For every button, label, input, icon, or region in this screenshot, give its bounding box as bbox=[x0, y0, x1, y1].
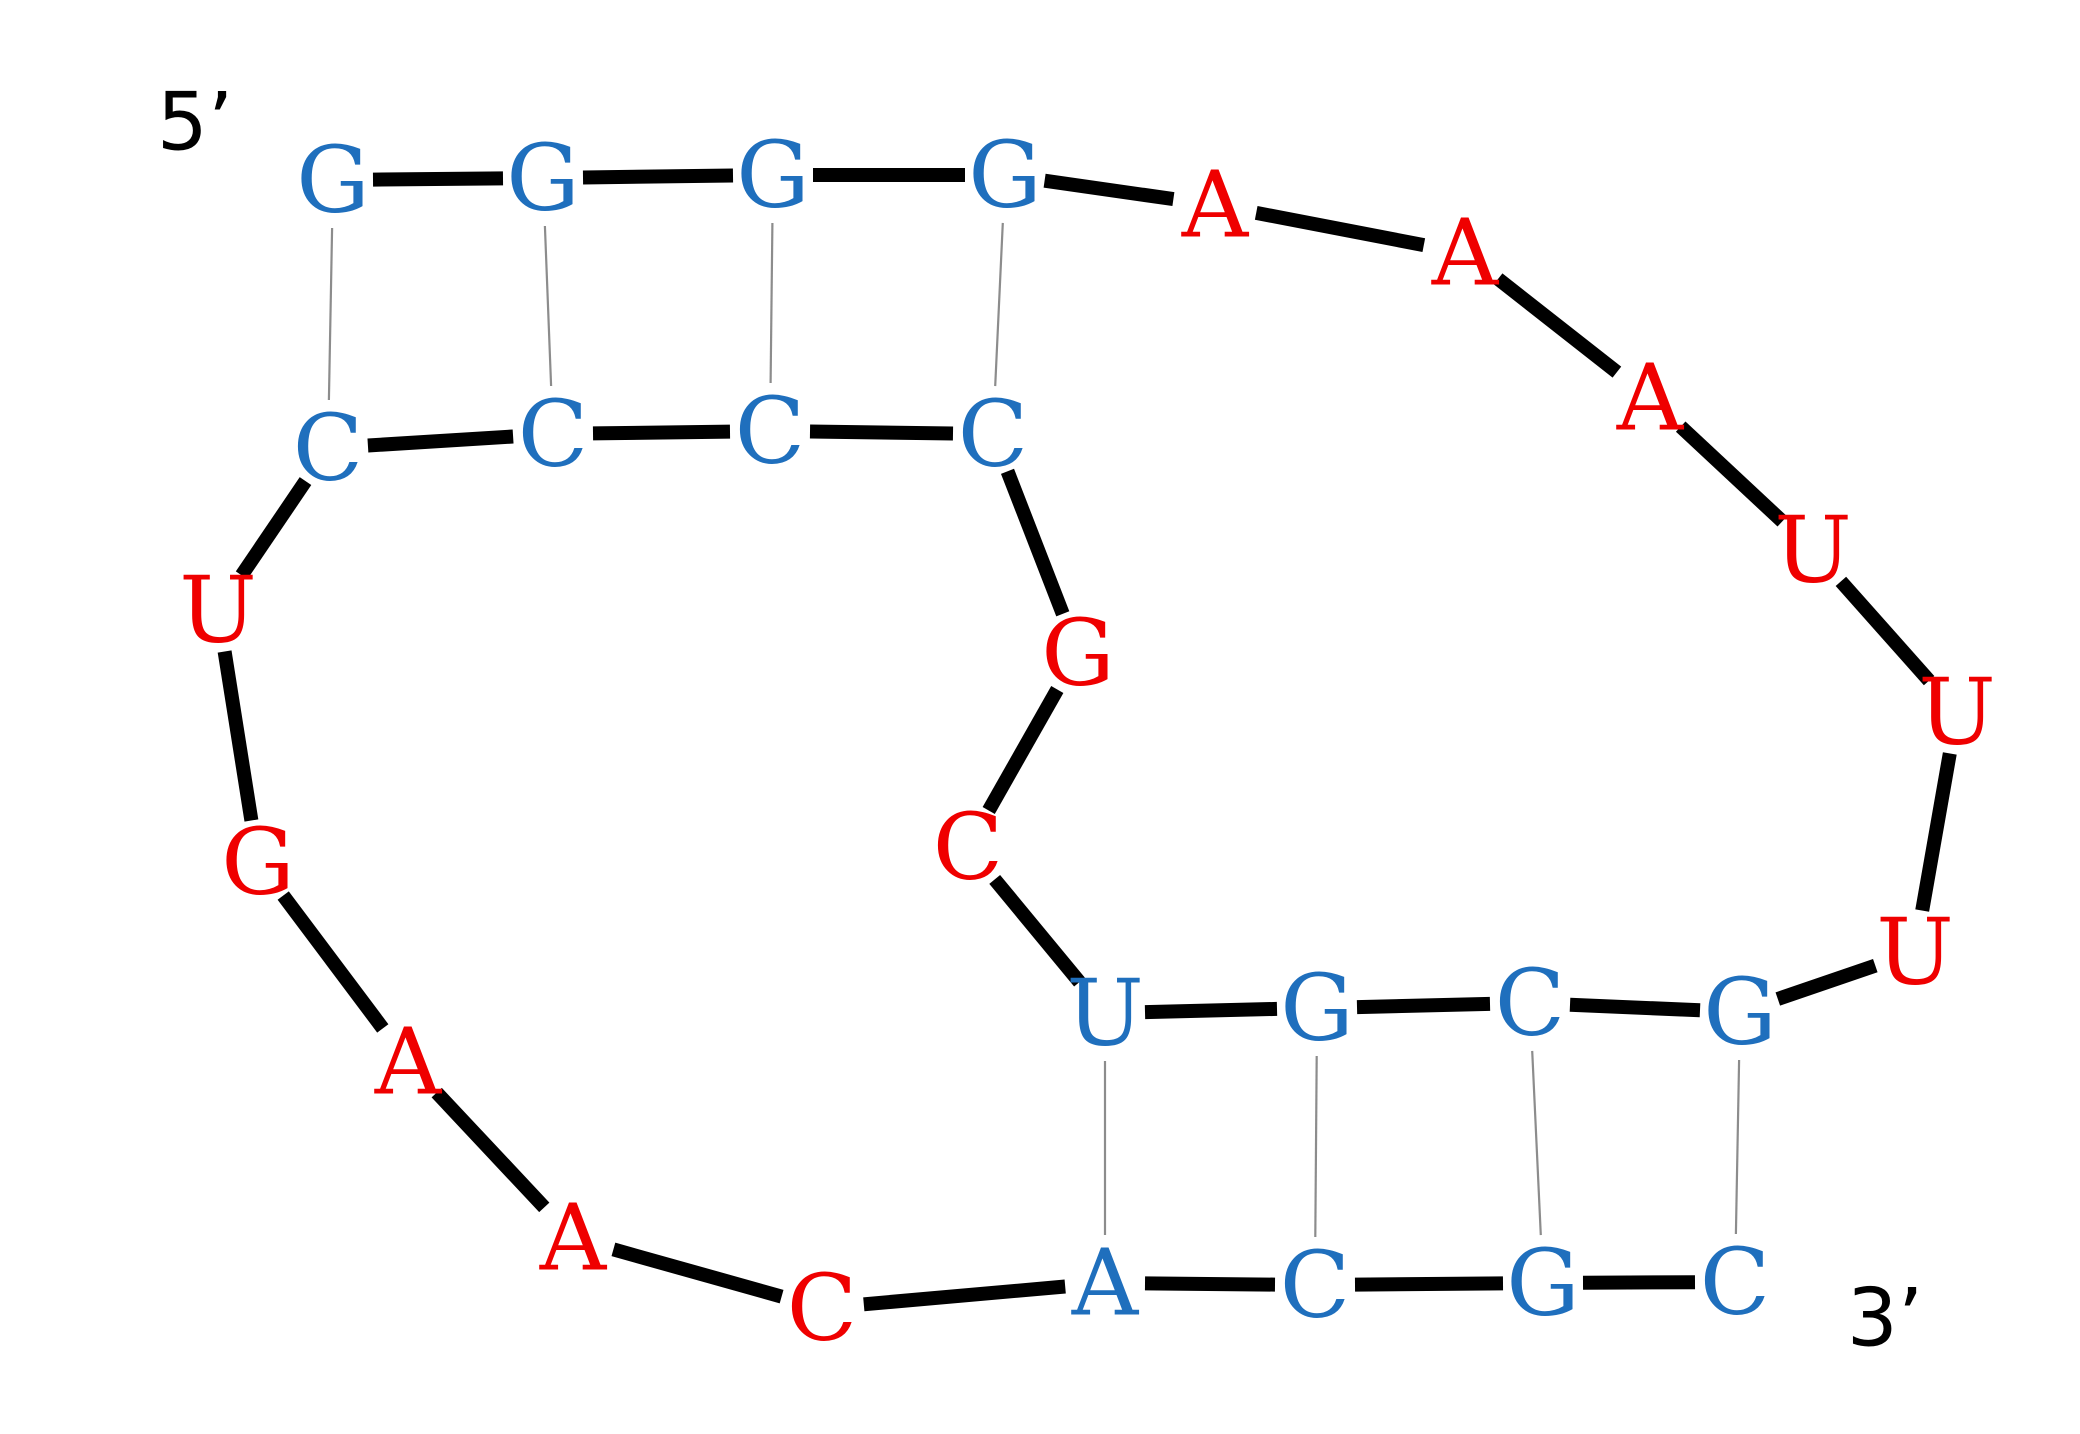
backbone-bond bbox=[1043, 173, 1175, 207]
backbone-bond bbox=[863, 1279, 1066, 1312]
nucleotide-g-11: G bbox=[1703, 959, 1777, 1066]
nucleotide-c-29: C bbox=[1700, 1229, 1770, 1336]
five-prime-label: 5’ bbox=[157, 76, 233, 169]
backbone-bond bbox=[217, 650, 259, 822]
backbone-bond bbox=[1582, 1275, 1696, 1290]
backbone-bond bbox=[1354, 1276, 1504, 1292]
backbone-bond bbox=[235, 477, 312, 580]
base-pair-line bbox=[994, 222, 1004, 387]
three-prime-label: 3’ bbox=[1847, 1272, 1923, 1365]
backbone-bond bbox=[1835, 576, 1935, 686]
backbone-bond bbox=[1915, 752, 1957, 912]
nucleotide-a-24: A bbox=[539, 1185, 608, 1292]
backbone-bond bbox=[1675, 421, 1788, 527]
backbone-bond bbox=[592, 424, 731, 441]
nucleotide-u-14: U bbox=[1066, 960, 1144, 1067]
nucleotide-c-19: C bbox=[518, 381, 588, 488]
nucleotide-c-17: C bbox=[958, 381, 1028, 488]
backbone-bond bbox=[611, 1242, 784, 1304]
backbone-bond bbox=[1254, 206, 1426, 252]
backbone-bond bbox=[989, 874, 1085, 987]
backbone-bond bbox=[1775, 958, 1878, 1006]
backbone-bond bbox=[1356, 996, 1491, 1015]
backbone-bond bbox=[582, 168, 734, 185]
nucleotide-a-26: A bbox=[1071, 1230, 1140, 1337]
backbone-bond bbox=[431, 1087, 550, 1213]
nucleotide-u-9: U bbox=[1918, 659, 1996, 766]
base-pair-line bbox=[543, 225, 553, 387]
base-pair-line bbox=[1531, 1050, 1542, 1236]
nucleotide-g-2: G bbox=[506, 125, 580, 232]
nucleotide-g-28: G bbox=[1506, 1230, 1580, 1337]
base-pair-lines bbox=[327, 222, 1741, 1238]
backbone-bond bbox=[809, 424, 954, 441]
backbone-bond bbox=[277, 891, 389, 1033]
backbone-bond bbox=[982, 686, 1064, 814]
nucleotide-g-22: G bbox=[221, 809, 295, 916]
backbone-bond bbox=[372, 171, 504, 187]
backbone-bond bbox=[1493, 273, 1622, 378]
backbone-bonds bbox=[217, 168, 1957, 1312]
backbone-bond bbox=[1144, 1001, 1278, 1020]
nucleotide-g-3: G bbox=[736, 122, 810, 229]
base-pair-line bbox=[327, 227, 334, 401]
nucleotide-a-7: A bbox=[1616, 345, 1685, 452]
nucleotide-a-6: A bbox=[1431, 200, 1500, 307]
nucleotide-c-27: C bbox=[1280, 1232, 1350, 1339]
nucleotide-g-4: G bbox=[968, 122, 1042, 229]
nucleotide-a-23: A bbox=[374, 1009, 443, 1116]
backbone-bond bbox=[1000, 468, 1070, 617]
nucleotide-g-13: G bbox=[1280, 955, 1354, 1062]
backbone-bond bbox=[367, 429, 514, 453]
nucleotide-u-10: U bbox=[1876, 899, 1954, 1006]
nucleotide-c-18: C bbox=[735, 378, 805, 485]
nucleotide-g-1: G bbox=[296, 127, 370, 234]
nucleotide-g-16: G bbox=[1041, 600, 1115, 707]
backbone-bond bbox=[1144, 1276, 1276, 1292]
nucleotide-c-15: C bbox=[933, 794, 1003, 901]
base-pair-line bbox=[769, 222, 774, 384]
nucleotide-c-12: C bbox=[1495, 950, 1565, 1057]
base-pair-line bbox=[1734, 1059, 1741, 1235]
base-pair-line bbox=[1314, 1055, 1318, 1238]
backbone-bond bbox=[1569, 997, 1701, 1018]
nucleotide-u-8: U bbox=[1774, 497, 1852, 604]
nucleotide-a-5: A bbox=[1181, 152, 1250, 259]
nucleotide-c-20: C bbox=[293, 395, 363, 502]
nucleotide-c-25: C bbox=[787, 1255, 857, 1362]
nucleotide-u-21: U bbox=[179, 557, 257, 664]
